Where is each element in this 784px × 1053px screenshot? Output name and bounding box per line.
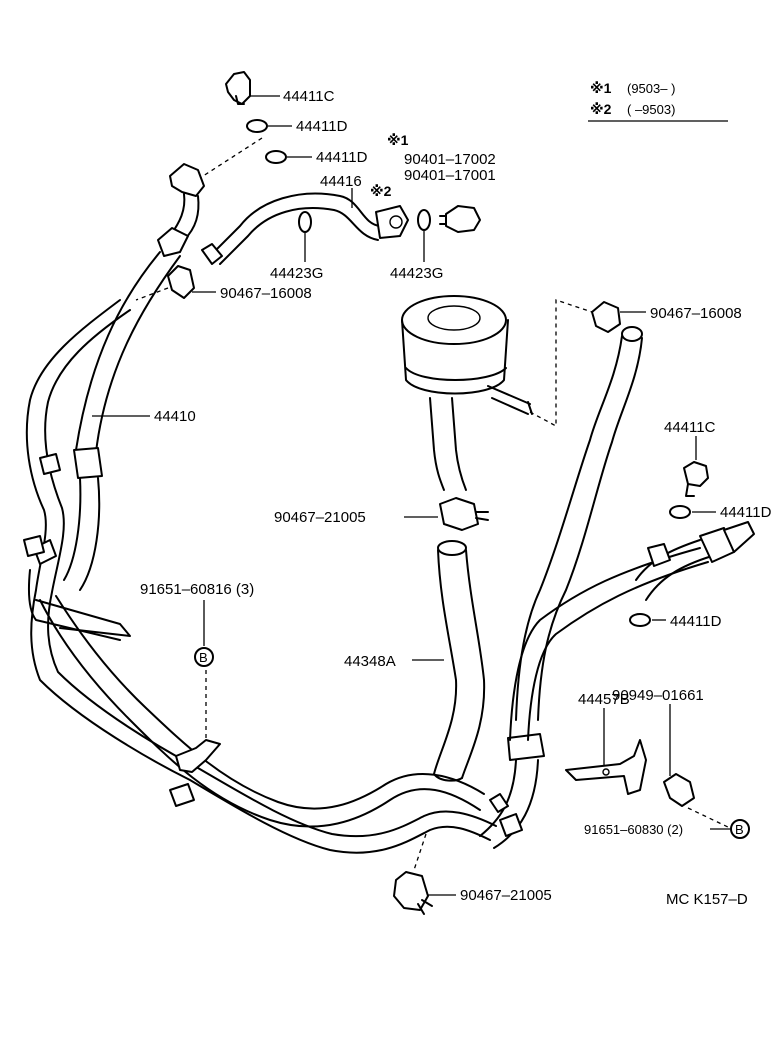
clamp-mid [404,497,489,531]
label-91651-60816: 91651–60816 (3) [140,581,254,598]
union-bolt-right [683,436,709,497]
ref-circle-b-left [194,647,214,667]
gasket-44423g-left [298,211,312,233]
label-90467-16008-right: 90467–16008 [650,305,742,322]
clamp-left [135,265,216,301]
clamp-90949 [663,704,695,807]
gasket-right-1 [669,505,691,519]
return-tube-left [25,299,497,854]
diagram-code: MC K157–D [666,891,748,908]
label-44416: 44416 [320,173,362,190]
legend-row1-range: (9503– ) [627,81,675,96]
label-44410: 44410 [154,408,196,425]
bracket-clip-bottom [169,670,221,807]
return-pipe-44416 [201,192,409,265]
legend-row2-range: ( –9503) [627,102,675,117]
gasket-top-2 [265,150,287,164]
ref-circle-b-right [730,819,750,839]
label-91651-60830: 91651–60830 (2) [584,822,683,837]
label-44411d-top2: 44411D [316,149,368,166]
return-tube-inner [23,535,485,828]
label-90467-21005-bottom: 90467–21005 [460,887,552,904]
label-90467-21005-mid: 90467–21005 [274,509,366,526]
reservoir-tank [401,295,593,491]
legend-row1-symbol: ※1 [590,80,612,96]
clamp-bottom [393,833,456,915]
legend-row2-symbol: ※2 [590,101,612,117]
gasket-right-2 [629,613,651,627]
legend: ※1 (9503– ) ※2 ( –9503) [588,80,728,122]
label-90949-01661: 90949–01661 [612,687,704,704]
label-44411d-top1: 44411D [296,118,348,135]
gasket-44423g-right [417,209,431,231]
label-44423g-left: 44423G [270,265,323,282]
label-90467-16008-left: 90467–16008 [220,285,312,302]
label-90401-17002: 90401–17002 [404,151,496,168]
label-44423g-right: 44423G [390,265,443,282]
label-44348a: 44348A [344,653,396,670]
pressure-hose-assembly [63,163,205,591]
label-44411c-right: 44411C [664,419,716,436]
union-bolt-90401 [439,205,481,233]
label-90401-17001: 90401–17001 [404,167,496,184]
hose-44348a [433,540,486,782]
bracket-44457b [565,708,647,795]
gasket-top-1 [246,119,268,133]
ref-b-left: B [199,650,208,665]
assembly-dash-top [199,137,263,179]
label-44411d-right1: 44411D [720,504,772,521]
assembly-dash-bracket [687,807,731,829]
union-bolt-top [225,71,280,105]
note2-mark: ※2 [370,183,392,199]
label-44457b: 44457B [578,691,630,708]
label-44411c-top: 44411C [283,88,335,105]
ref-b-right: B [735,822,744,837]
pressure-line-right [509,521,755,741]
label-44411d-right2: 44411D [670,613,722,630]
note1-mark: ※1 [387,132,409,148]
